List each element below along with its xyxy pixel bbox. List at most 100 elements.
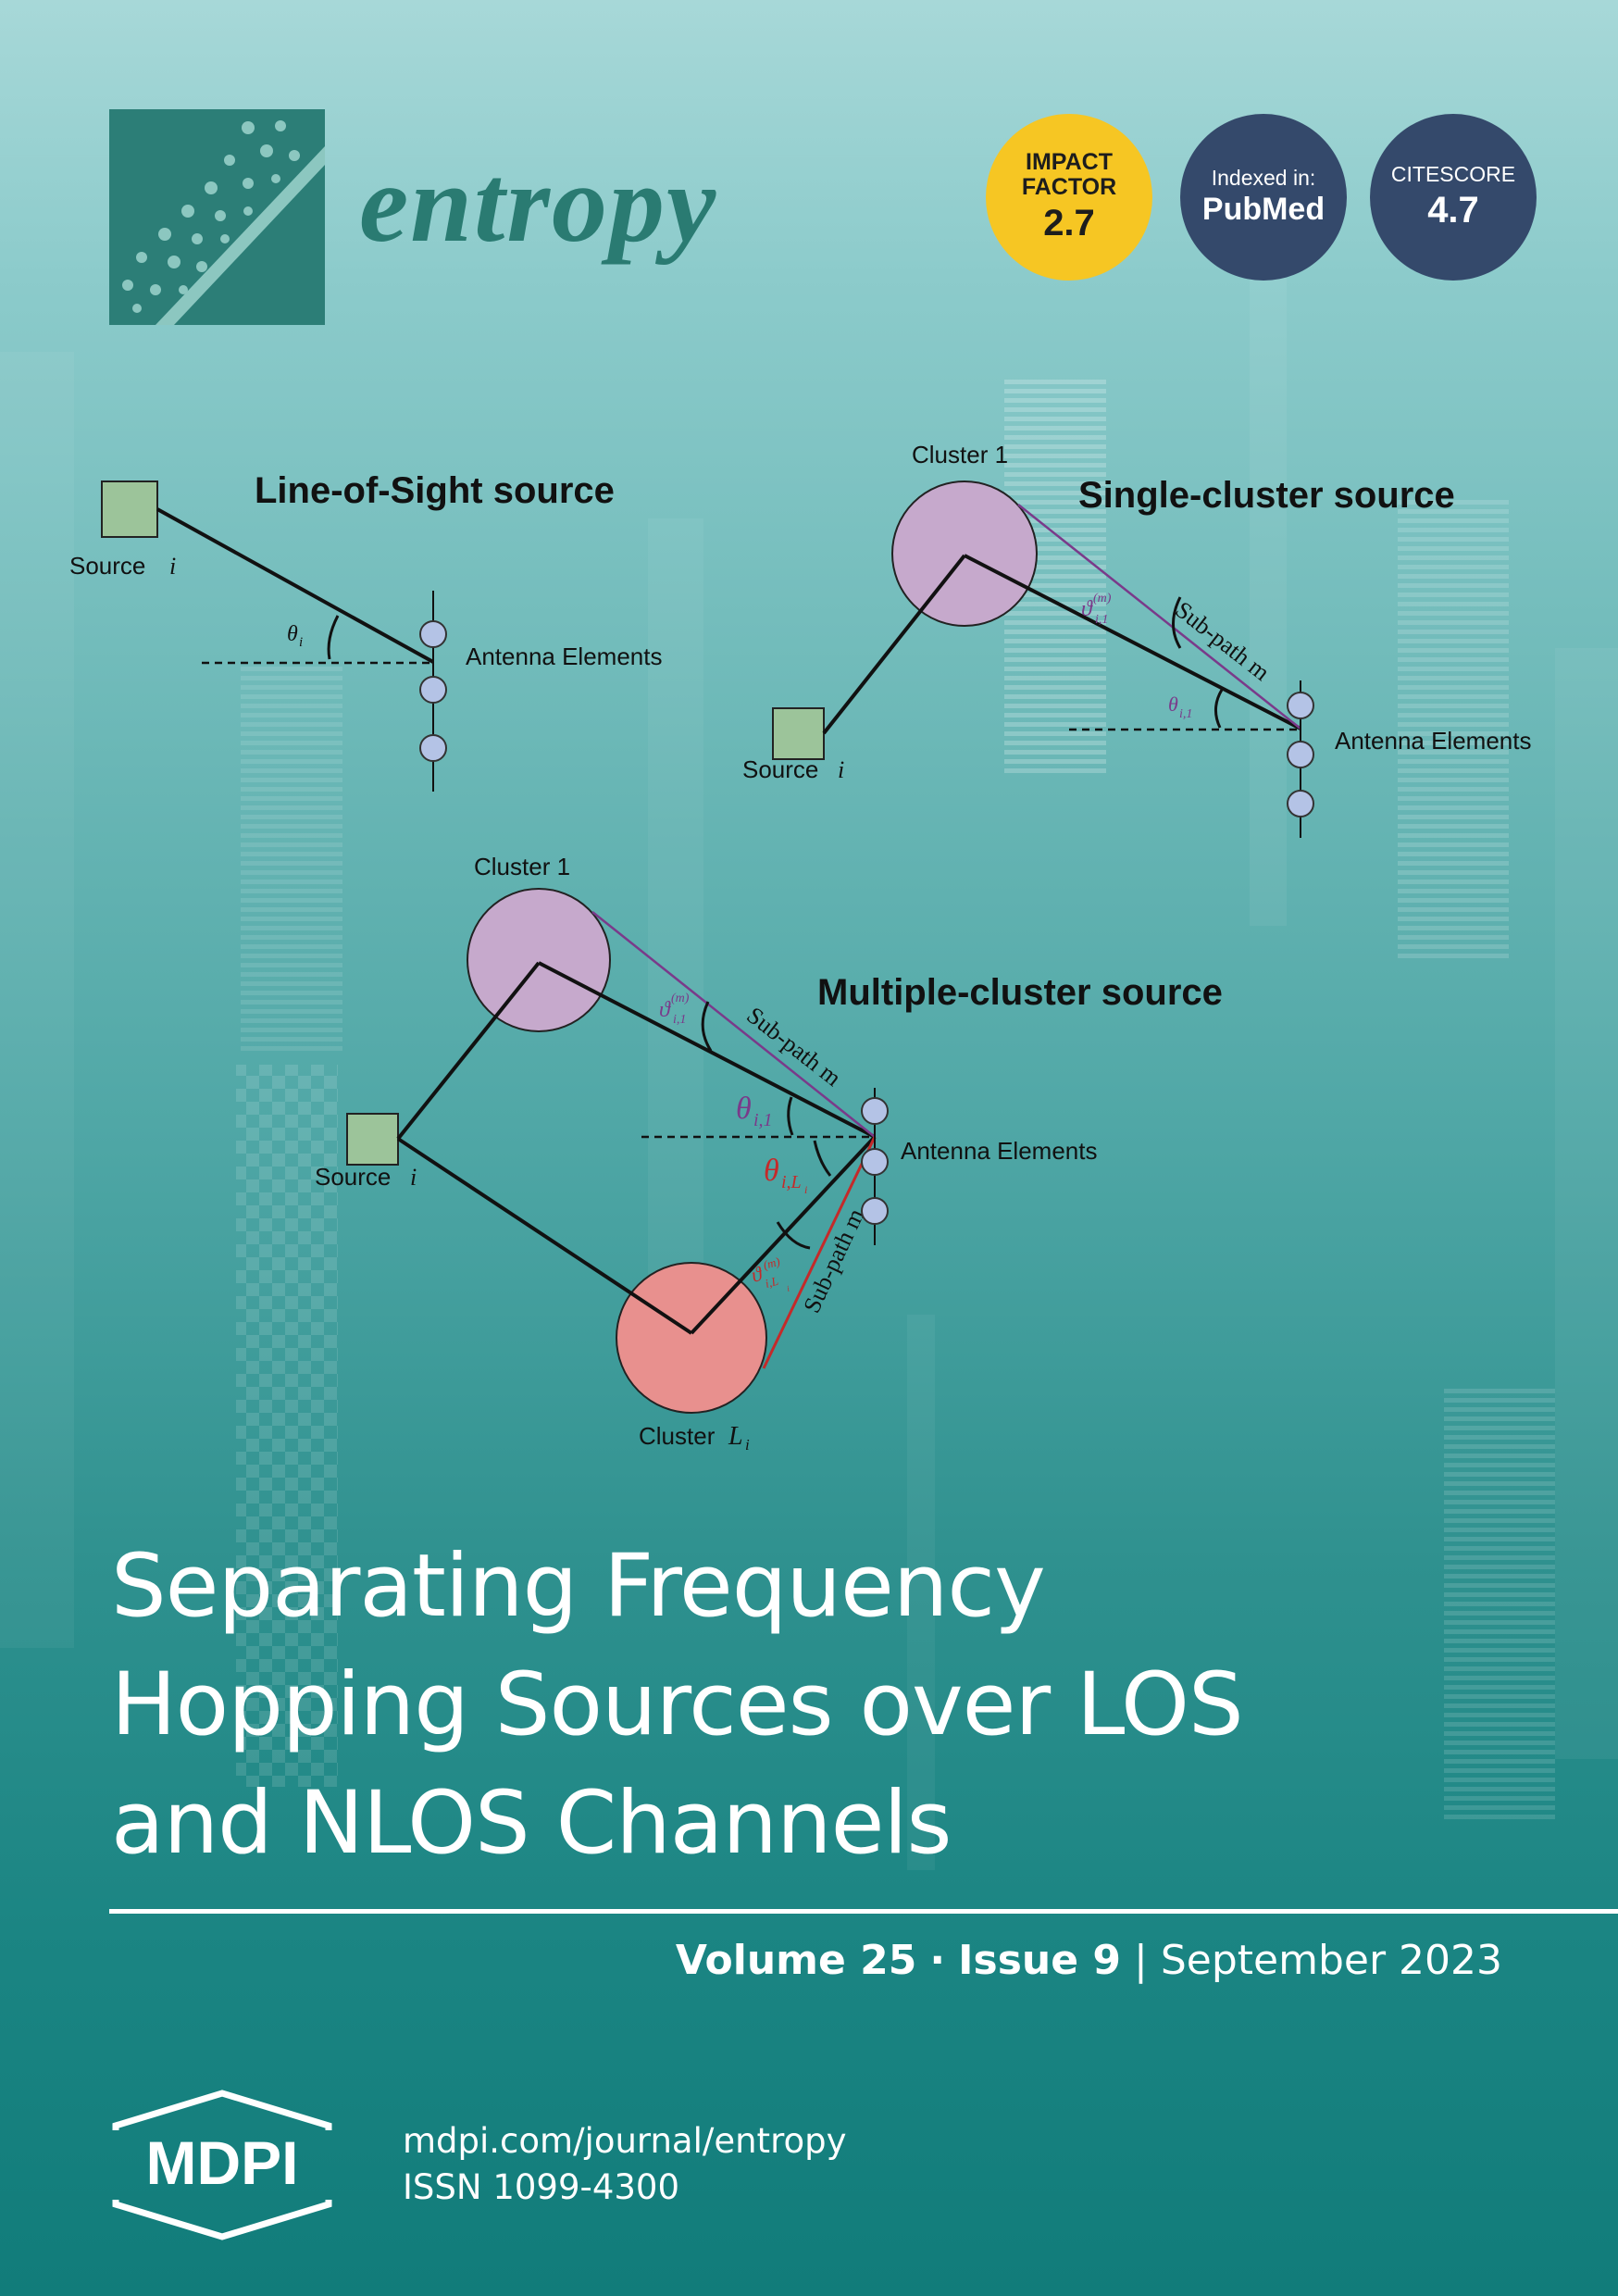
multi-cluster1-circle	[467, 888, 611, 1032]
los-path-line	[156, 507, 434, 664]
multi-clusterL-index-sub: i	[745, 1436, 750, 1454]
single-cluster-panel: Single-cluster source Cluster 1 Source i…	[742, 441, 1531, 838]
single-angle-sub: i,1	[1179, 707, 1192, 721]
los-source-box	[101, 480, 158, 538]
impact-label-1: IMPACT	[1026, 148, 1113, 175]
los-angle-sub: i	[299, 635, 303, 650]
multi-clusterL-circle	[616, 1262, 767, 1414]
single-subpath-label: Sub-path m	[1170, 596, 1275, 686]
mdpi-logo-top-bracket	[112, 2090, 332, 2130]
multi-source-to-clusterL	[396, 1137, 693, 1335]
single-source-to-cluster	[822, 554, 966, 735]
single-subpath-arc	[1172, 596, 1182, 649]
single-source-label: Source	[742, 755, 818, 783]
issue-date: September 2023	[1160, 1937, 1502, 1984]
issue-info: Volume 25 · Issue 9 | September 2023	[676, 1940, 1502, 1981]
issue-separator: |	[1134, 1937, 1148, 1984]
multi-angleL-m-sub: i,L	[764, 1274, 779, 1291]
single-antenna-label: Antenna Elements	[1335, 727, 1531, 755]
multi-angle1: θ	[736, 1092, 752, 1126]
multi-angle1-m-sub: i,1	[673, 1013, 686, 1027]
multi-angle1-arc	[787, 1096, 794, 1136]
citescore-label: CITESCORE	[1390, 162, 1516, 187]
multi-heading: Multiple-cluster source	[817, 972, 1223, 1013]
multi-source-label: Source	[315, 1163, 391, 1191]
multi-subpath1-arc	[701, 1001, 713, 1052]
multi-angleL-m-subsub: i	[786, 1283, 790, 1292]
multi-antenna-element	[861, 1097, 889, 1125]
multi-cluster1-to-antenna	[538, 961, 876, 1139]
single-angle: θ	[1168, 693, 1178, 716]
single-angle-m: ϑ	[1081, 597, 1093, 621]
los-antenna-element	[419, 734, 447, 762]
single-subpath-line	[1017, 504, 1301, 730]
single-source-index: i	[838, 756, 844, 783]
multi-angleL: θ	[764, 1154, 779, 1188]
single-antenna-element	[1287, 790, 1314, 817]
single-angle-arc	[1214, 689, 1224, 729]
multi-subpathL-line	[762, 1136, 877, 1369]
multi-antenna-label: Antenna Elements	[901, 1137, 1097, 1165]
los-antenna-label: Antenna Elements	[466, 643, 662, 670]
multi-subpath1-line	[591, 911, 876, 1138]
multi-angleL-sub: i,L	[781, 1172, 802, 1192]
title-line-3: and NLOS Channels	[111, 1773, 952, 1874]
mdpi-logo-text: MDPI	[146, 2128, 299, 2197]
issue-number: Issue 9	[958, 1937, 1121, 1984]
single-cluster-to-antenna	[964, 554, 1301, 730]
pubmed-label: Indexed in:	[1211, 165, 1316, 190]
multi-angleL-arc	[813, 1140, 832, 1177]
single-cluster-label: Cluster 1	[912, 441, 1008, 468]
los-angle-arc	[327, 615, 340, 660]
title-line-1: Separating Frequency	[111, 1536, 1046, 1637]
single-source-box	[772, 707, 825, 760]
multi-source-box	[346, 1113, 399, 1166]
pubmed-badge: Indexed in: PubMed	[1180, 114, 1347, 281]
mdpi-logo: MDPI	[112, 2090, 332, 2240]
journal-name: entropy	[359, 142, 718, 265]
multi-source-index: i	[410, 1164, 417, 1191]
pubmed-value: PubMed	[1201, 192, 1326, 228]
multi-angle1-m-sup: (m)	[671, 992, 690, 1005]
multi-cluster1-label: Cluster 1	[474, 853, 570, 880]
multi-angleL-m-sup: (m)	[762, 1254, 781, 1272]
multi-clusterL-index: L	[728, 1422, 743, 1451]
multi-cluster-panel: Multiple-cluster source Cluster 1 Cluste…	[315, 853, 1223, 1454]
mdpi-logo-bottom-bracket	[112, 2200, 332, 2240]
multi-subpathL-arc	[776, 1221, 811, 1250]
los-panel: Line-of-Sight source Source i θ i Antenn…	[69, 470, 662, 792]
multi-angle1-sub: i,1	[753, 1110, 773, 1130]
multi-angleL-subsub: i	[804, 1183, 807, 1196]
multi-clusterL-to-antenna	[690, 1135, 877, 1335]
journal-url[interactable]: mdpi.com/journal/entropy	[403, 2121, 847, 2161]
multi-clusterL-label: Cluster	[639, 1422, 716, 1450]
multi-angle1-m: ϑ	[659, 998, 671, 1022]
los-antenna-element	[419, 620, 447, 648]
citescore-value: 4.7	[1427, 189, 1479, 231]
title-line-2: Hopping Sources over LOS	[111, 1654, 1244, 1755]
volume: Volume 25	[675, 1937, 917, 1984]
impact-value: 2.7	[1043, 202, 1095, 243]
single-antenna-element	[1287, 741, 1314, 768]
impact-label-2: FACTOR	[1021, 174, 1117, 200]
channel-diagram: Line-of-Sight source Source i θ i Antenn…	[69, 441, 1531, 1454]
los-source-label: Source	[69, 552, 145, 580]
single-heading: Single-cluster source	[1078, 475, 1455, 516]
multi-source-to-cluster1	[396, 961, 541, 1141]
publisher-links: mdpi.com/journal/entropy ISSN 1099-4300	[403, 2118, 846, 2211]
journal-logo	[109, 109, 325, 325]
issn: ISSN 1099-4300	[403, 2167, 679, 2207]
title-divider	[109, 1909, 1618, 1914]
article-title: Separating Frequency Hopping Sources ove…	[111, 1528, 1555, 1883]
issue-dot: ·	[929, 1937, 946, 1984]
multi-antenna-element	[861, 1197, 889, 1225]
single-cluster-circle	[891, 480, 1038, 627]
multi-antenna-element	[861, 1148, 889, 1176]
los-antenna-element	[419, 676, 447, 704]
los-angle: θ	[287, 622, 298, 646]
impact-factor-badge: IMPACT FACTOR 2.7	[986, 114, 1152, 281]
single-antenna-element	[1287, 692, 1314, 719]
los-source-index: i	[169, 553, 176, 580]
